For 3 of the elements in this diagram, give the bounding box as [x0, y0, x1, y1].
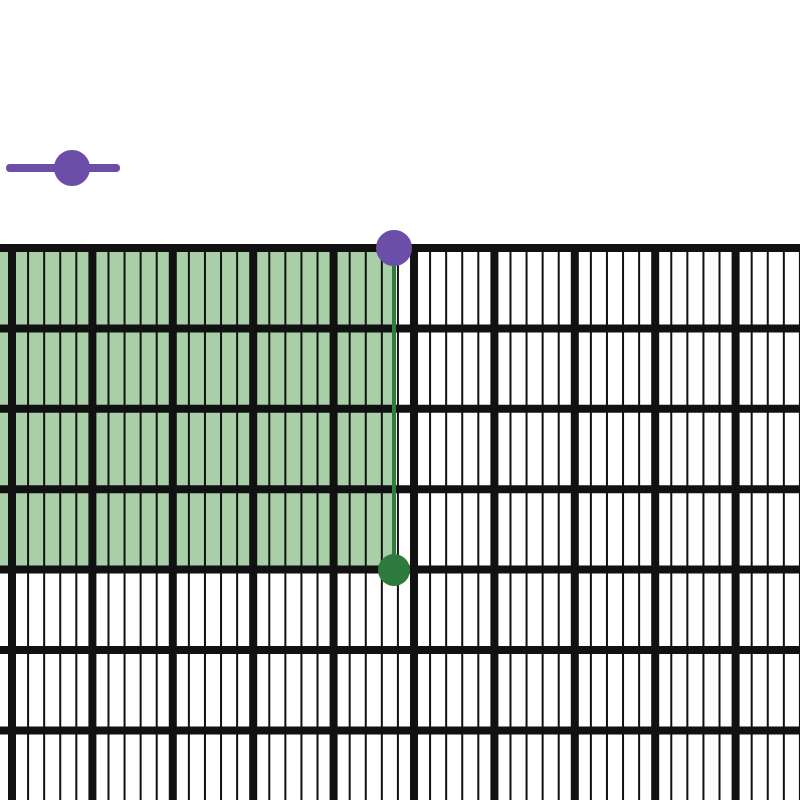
point — [378, 554, 410, 586]
draggable-point — [376, 230, 412, 266]
vertical-line — [392, 266, 396, 554]
